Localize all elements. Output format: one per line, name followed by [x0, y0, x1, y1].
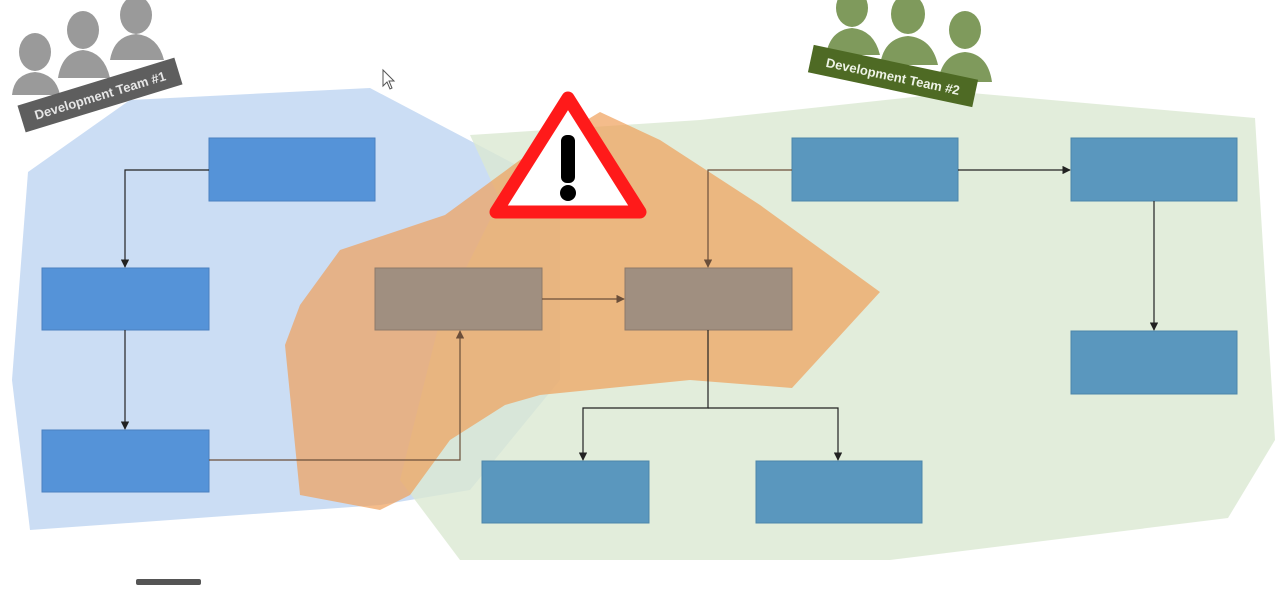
conflict-zone	[285, 112, 880, 510]
team2-badge: Development Team #2	[807, 0, 992, 108]
bottom-toolbar-fragment	[136, 579, 201, 585]
team2-box-bottom-left	[481, 460, 650, 524]
connector-team1-bottom-to-shared	[209, 330, 465, 461]
team1-box-top	[208, 137, 376, 202]
team2-box-top-center	[791, 137, 959, 202]
shared-box-left	[374, 267, 543, 331]
shared-box-right	[624, 267, 793, 331]
team2-box-bottom-right	[755, 460, 923, 524]
connector-team2-top-to-shared	[703, 169, 792, 268]
connector-team1-top-to-middle	[120, 169, 209, 268]
team1-box-bottom	[41, 429, 210, 493]
team2-box-top-right	[1070, 137, 1238, 202]
connector-shared-to-bottom-right	[708, 407, 843, 461]
team1-people-icon	[12, 0, 164, 95]
mouse-pointer-icon	[382, 68, 396, 90]
connector-shared-to-bottom-left	[578, 330, 709, 461]
team2-box-right	[1070, 330, 1238, 395]
warning-triangle-icon	[489, 91, 647, 219]
team1-box-middle	[41, 267, 210, 331]
